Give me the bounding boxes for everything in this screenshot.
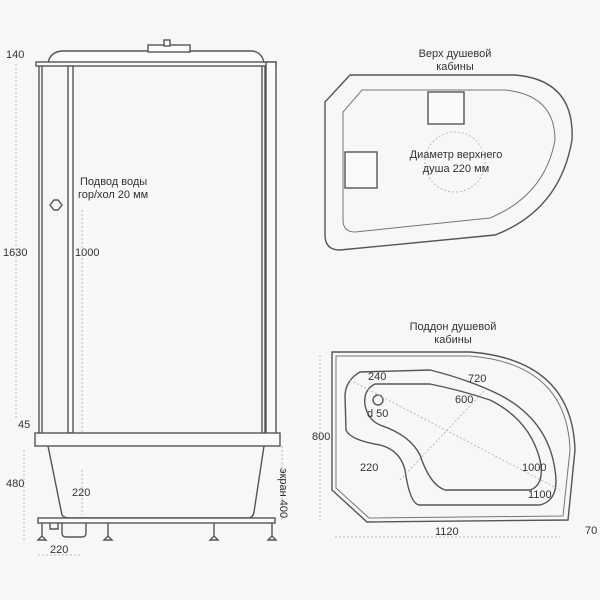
drain-icon — [372, 394, 384, 406]
legs — [36, 523, 278, 541]
valve-icon — [49, 199, 63, 211]
dim-tray-depth: 800 — [312, 431, 330, 443]
shower-label: Диаметр верхнего — [410, 149, 503, 161]
right-post — [265, 61, 277, 435]
front-elevation: 140 1630 1000 Подвод воды гор/хол 20 мм … — [3, 39, 289, 556]
tray-title: Поддон душевой — [410, 321, 497, 333]
tray-rim — [34, 432, 281, 447]
tray-body — [47, 445, 265, 519]
screen-label: экран 400 — [277, 468, 289, 518]
dim-depth: 220 — [72, 487, 90, 499]
tray-title-2: кабины — [434, 334, 472, 346]
door-post — [67, 65, 74, 434]
tray-view: Поддон душевой кабины 800 240 720 600 d … — [312, 321, 597, 538]
dim-1100: 1100 — [528, 489, 552, 501]
dim-water-height: 1000 — [75, 247, 99, 259]
dim-rim: 45 — [18, 419, 30, 431]
roof-inner-outline — [342, 89, 556, 233]
cabin-roof — [47, 50, 265, 64]
top-view-title-2: кабины — [436, 61, 474, 73]
siphon — [49, 523, 87, 538]
dim-240: 240 — [368, 371, 386, 383]
dim-1000: 1000 — [522, 462, 546, 474]
dim-height: 1630 — [3, 247, 27, 259]
base-frame — [37, 517, 276, 524]
dim-base: 480 — [6, 478, 24, 490]
drain-label: d 50 — [367, 408, 388, 420]
dim-720: 720 — [468, 373, 486, 385]
roof-outline — [324, 74, 573, 251]
top-view-title: Верх душевой — [419, 48, 492, 60]
fan-box — [344, 151, 378, 189]
shower-label-size: душа 220 мм — [423, 163, 489, 175]
shower-head-circle — [424, 131, 486, 193]
dim-tray-width: 1120 — [435, 526, 459, 538]
dim-drain-offset: 220 — [50, 544, 68, 556]
light-box — [427, 91, 465, 125]
water-label: Подвод воды — [80, 176, 147, 188]
tray-basin-inner — [364, 383, 542, 491]
dim-top: 140 — [6, 49, 24, 61]
top-view: Верх душевой кабины Диаметр верхнего душ… — [324, 48, 573, 251]
tray-outline — [331, 351, 576, 523]
dim-offset: 70 — [585, 525, 597, 537]
dim-220: 220 — [360, 462, 378, 474]
tray-basin-outer — [344, 369, 557, 506]
dim-600: 600 — [455, 394, 473, 406]
water-label-size: гор/хол 20 мм — [78, 189, 148, 201]
